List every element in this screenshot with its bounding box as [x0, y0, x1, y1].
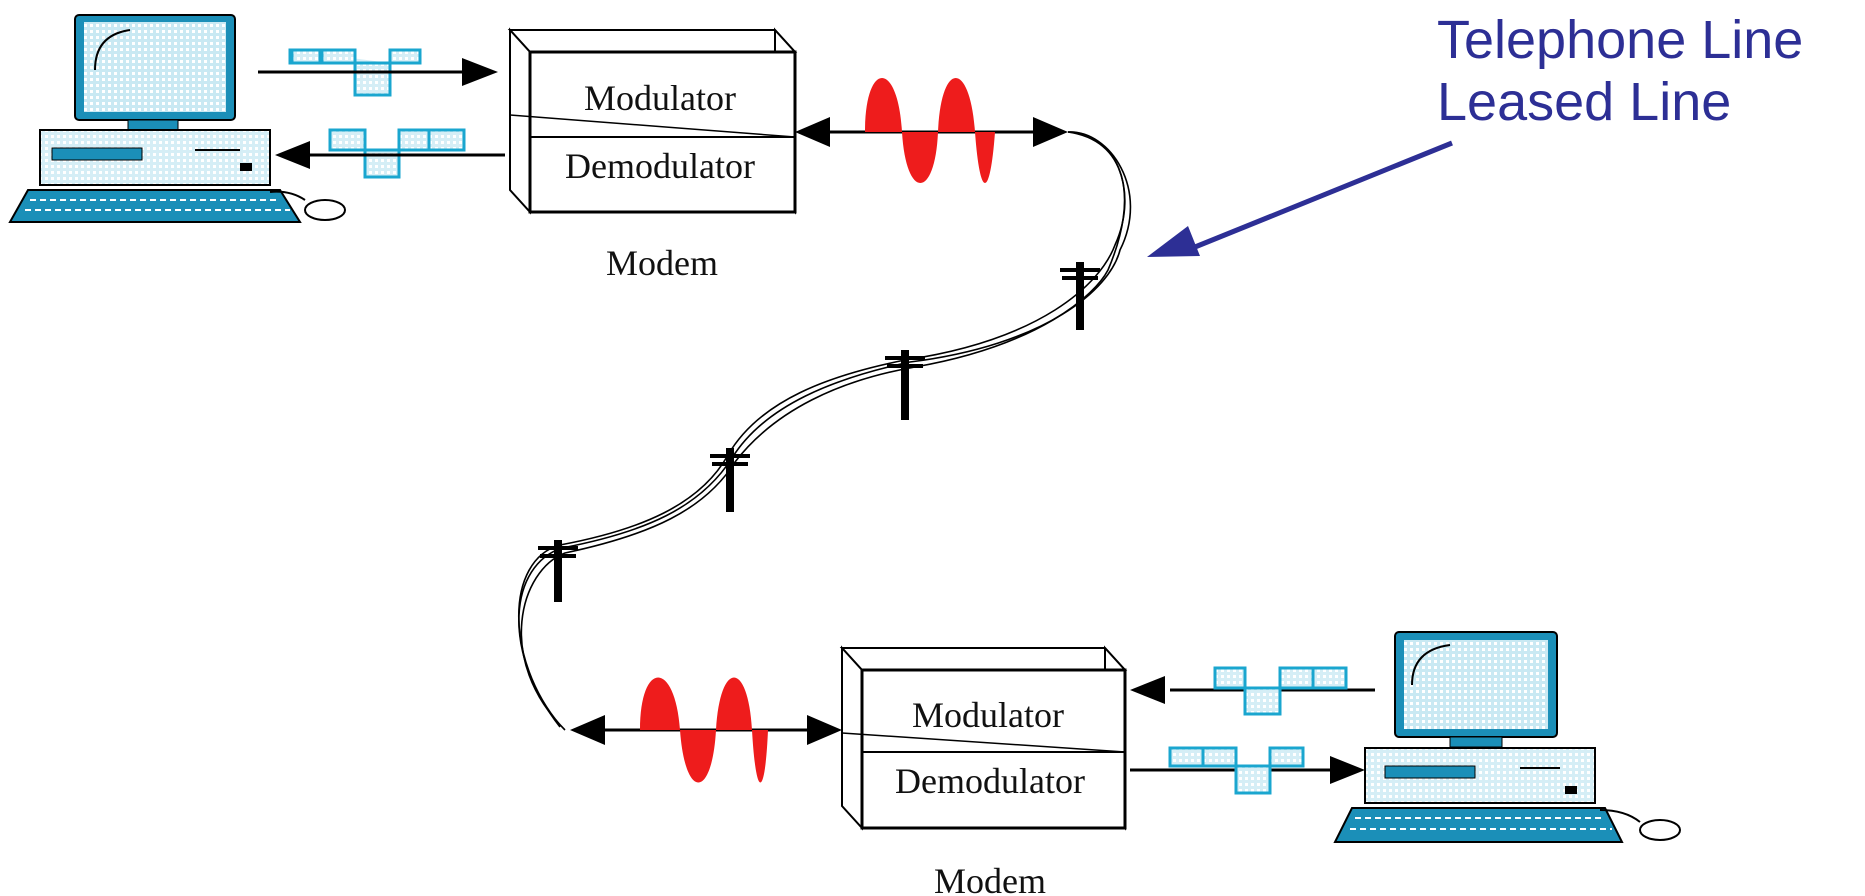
modem-icon-top [507, 27, 798, 215]
arrow-head-icon [1033, 117, 1068, 147]
arrow-head-icon [462, 58, 498, 86]
arrow-head-icon [795, 117, 830, 147]
modem-caption-top: Modem [606, 243, 718, 283]
computer-icon-top-left [8, 14, 346, 223]
callout-arrow [1194, 140, 1453, 250]
telephone-pole-icon [885, 350, 925, 420]
computer-icon-bottom-right [1333, 631, 1681, 843]
telephone-pole-icon [1060, 262, 1100, 330]
modem-caption-bottom: Modem [934, 861, 1046, 896]
arrow-head-icon [807, 715, 842, 745]
callout-telephone-line: Telephone Line [1437, 10, 1803, 70]
arrow-head-icon [275, 141, 310, 169]
telephone-line [517, 131, 1132, 731]
arrow-head-icon [1130, 676, 1165, 704]
modulator-label-top: Modulator [584, 78, 736, 118]
modem-icon-bottom [839, 645, 1128, 831]
analog-signal-icon-top [865, 78, 995, 183]
analog-signal-icon-bottom [640, 677, 768, 783]
telephone-pole-icon [538, 540, 578, 602]
callout-leased-line: Leased Line [1437, 72, 1731, 132]
demodulator-label-top: Demodulator [565, 146, 755, 186]
demodulator-label-bottom: Demodulator [895, 761, 1085, 801]
digital-signal-icon-bottom-in [1213, 666, 1348, 716]
telephone-pole-icon [710, 448, 750, 512]
digital-signal-icon-bottom-out [1168, 746, 1305, 795]
arrow-head-icon [570, 715, 605, 745]
modulator-label-bottom: Modulator [912, 695, 1064, 735]
callout-arrow-head-icon [1147, 226, 1200, 257]
arrow-head-icon [1330, 756, 1365, 784]
